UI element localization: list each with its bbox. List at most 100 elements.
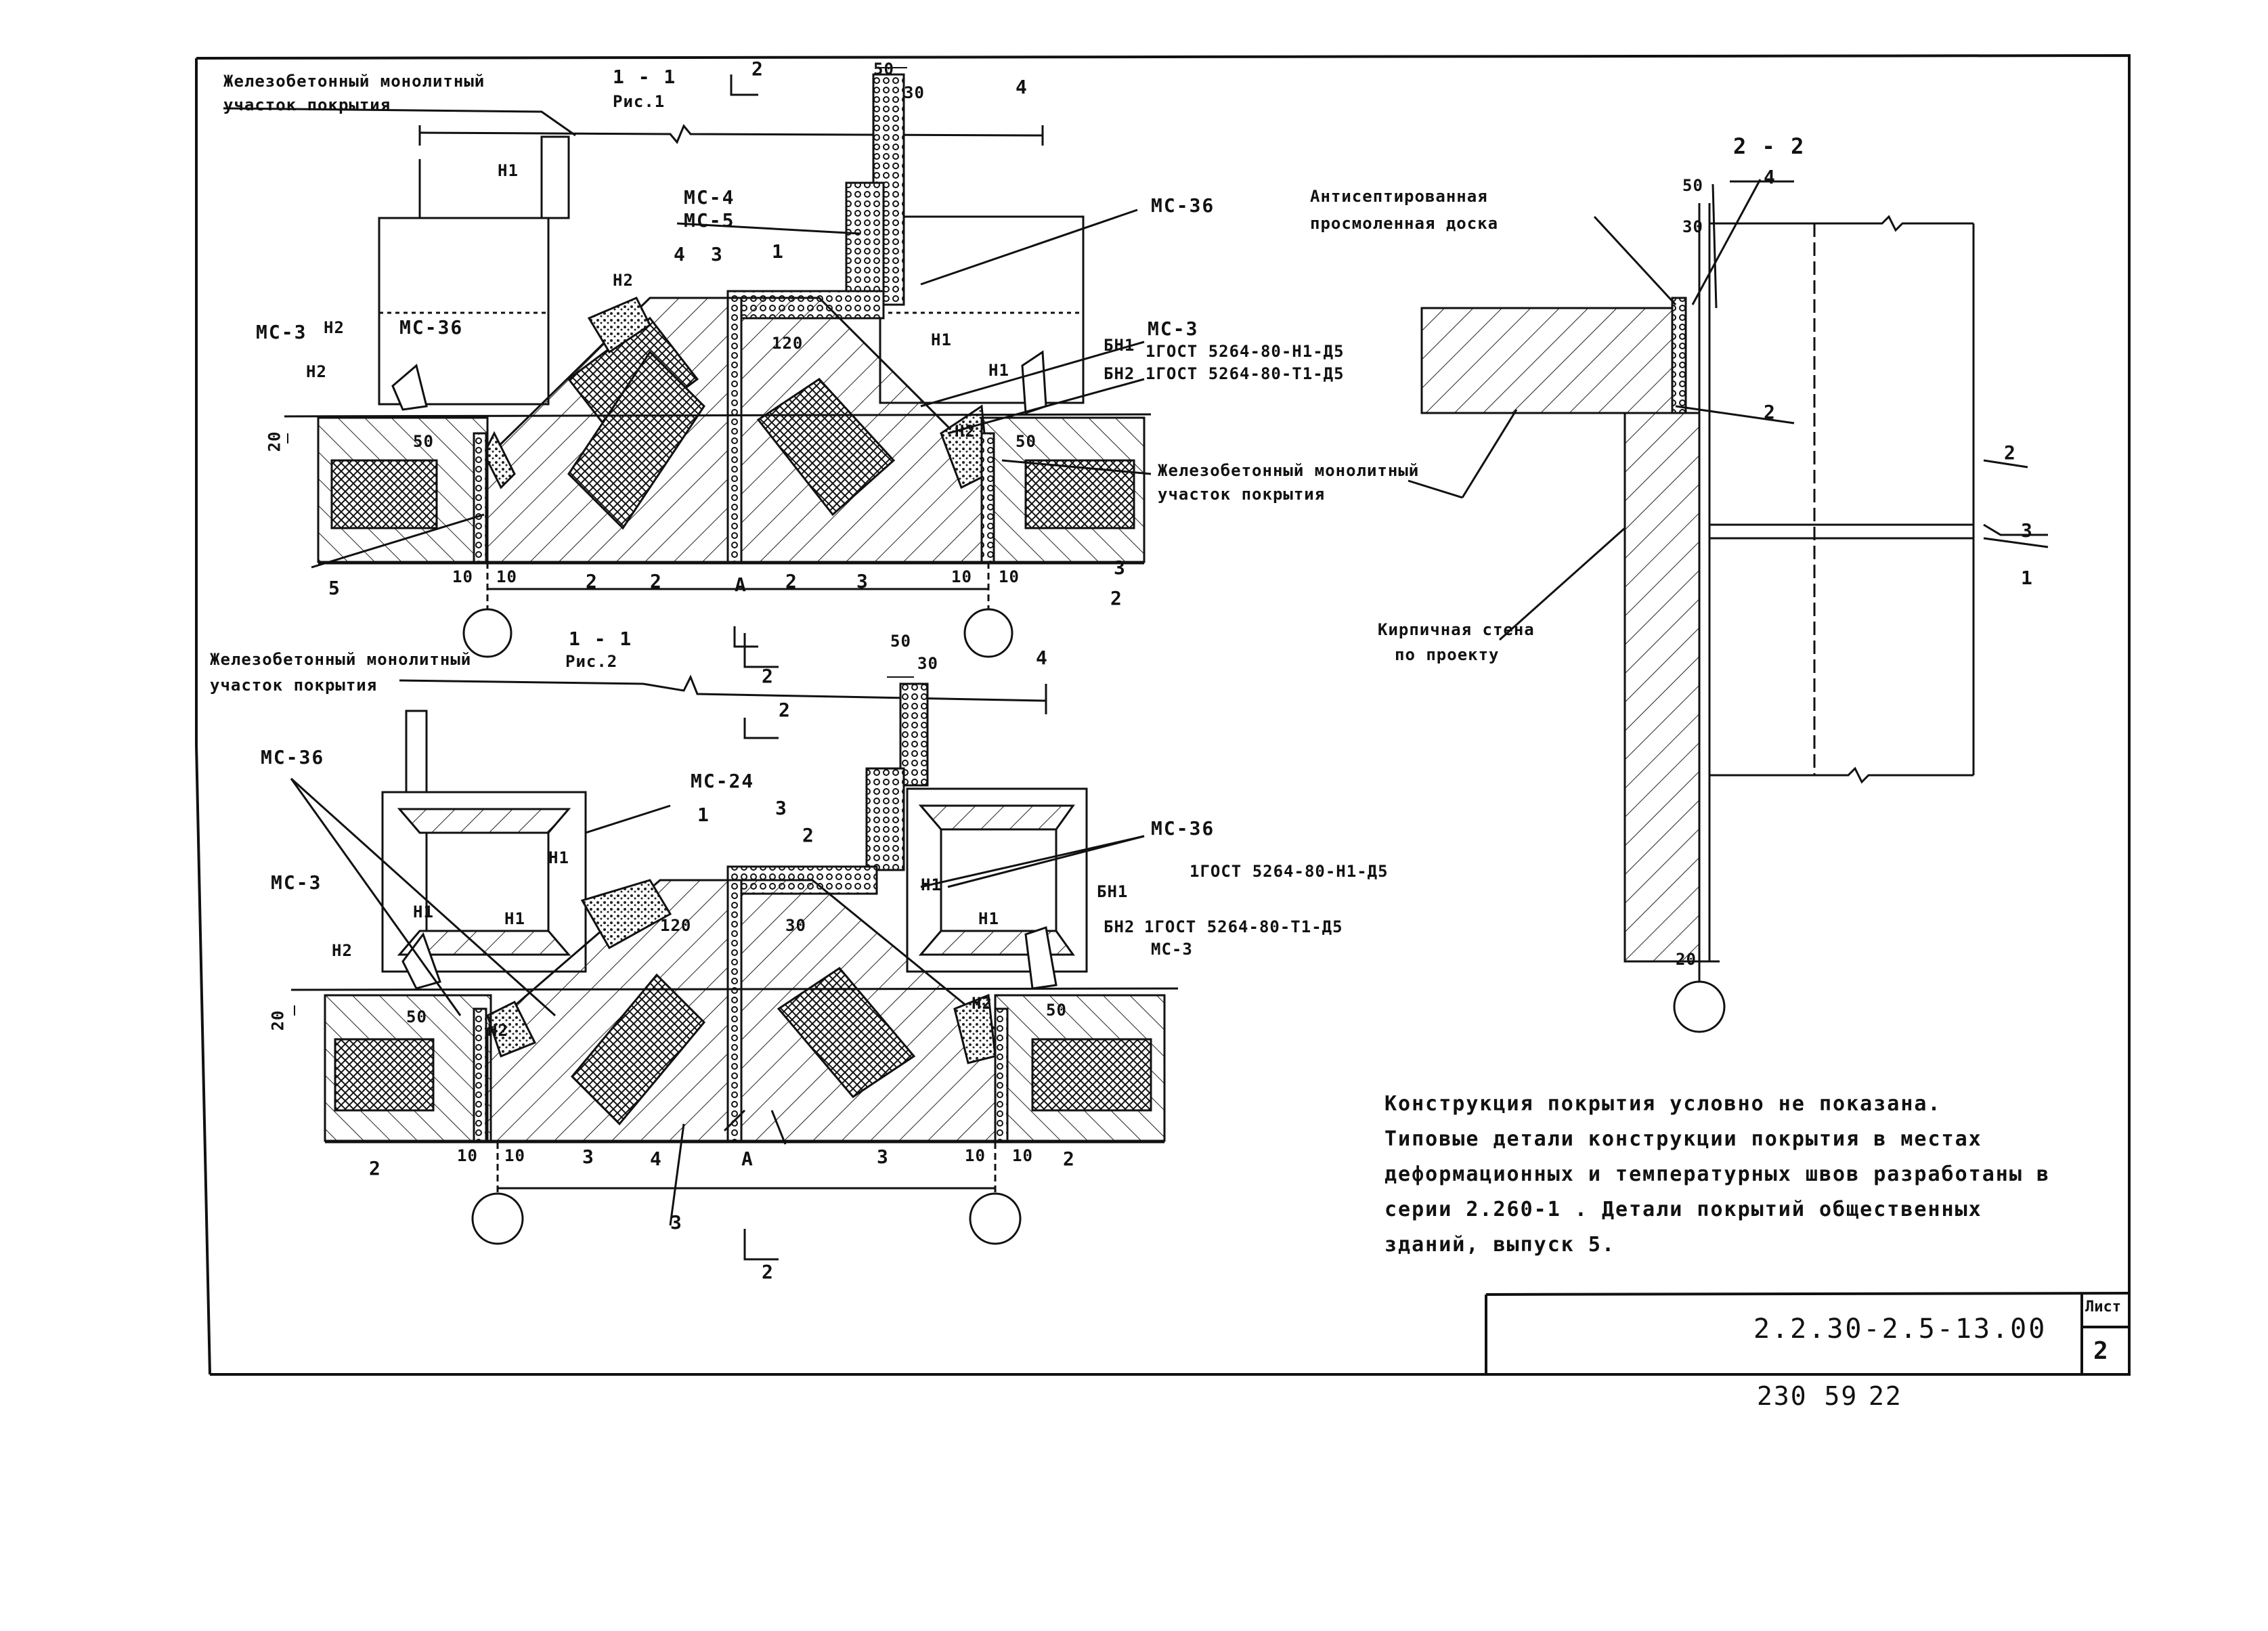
weld-spec-bottom-1: 1ГОСТ 5264-80-Н1-Д5 (1190, 862, 1389, 881)
page-number: 22 (1869, 1381, 1902, 1411)
section-bottom-subtitle: Рис.2 (565, 652, 618, 671)
pos-4-top-b: 4 (674, 243, 686, 265)
mark-n2-bottom-c: Н2 (487, 1021, 508, 1040)
pos-5-top: 5 (328, 577, 341, 599)
weld-spec-top-2: 1ГОСТ 5264-80-Т1-Д5 (1146, 364, 1345, 383)
pos-2-22-a: 2 (1764, 401, 1776, 423)
dim-50-22: 50 (1682, 176, 1703, 195)
section-bottom-drawing (290, 633, 1179, 1261)
section-top-drawing (223, 73, 1152, 658)
mark-bn2-top: БН2 (1104, 364, 1135, 383)
mark-n1-bottom-d: Н1 (921, 875, 942, 894)
section-bottom-cut-mark-bot: 2 (762, 1261, 775, 1283)
mark-n2-bottom-a: Н2 (332, 941, 353, 960)
sheet-label: Лист (2085, 1299, 2121, 1315)
pos-3-bottom-a: 3 (775, 797, 788, 819)
mark-mc5-top: МС-5 (684, 209, 735, 232)
drawing-code: 2.2.30-2.5-13.00 (1753, 1313, 2047, 1345)
mark-mc36-top-right: МС-36 (1151, 194, 1215, 217)
dim-10-top-d: 10 (999, 567, 1020, 586)
pos-1-bottom: 1 (697, 804, 710, 826)
mark-mc3-top-left: МС-3 (256, 321, 307, 343)
mark-n1-top-a: Н1 (498, 161, 519, 180)
dim-50-bottom-c: 50 (1046, 1001, 1067, 1020)
mark-mc4-top: МС-4 (684, 186, 735, 209)
leader-label-top-right-1: Железобетонный монолитный (1158, 461, 1420, 480)
mark-mc3-bottom-right: МС-3 (1151, 940, 1193, 959)
pos-1-22: 1 (2021, 567, 2034, 589)
weld-spec-bottom-2: 1ГОСТ 5264-80-Т1-Д5 (1144, 917, 1343, 936)
weld-spec-top-1: 1ГОСТ 5264-80-Н1-Д5 (1146, 342, 1345, 361)
pos-2-bottom-a: 2 (802, 824, 815, 846)
dim-10-bottom-d: 10 (1012, 1146, 1033, 1165)
note-line: Конструкция покрытия условно не показана… (1384, 1092, 1942, 1116)
mark-n2-top-c: Н2 (613, 271, 634, 290)
dimension-ticks (287, 67, 914, 1016)
dim-50-top-a: 50 (873, 60, 894, 79)
section-bottom-title: 1 - 1 (569, 628, 633, 650)
note-line: Типовые детали конструкции покрытия в ме… (1384, 1127, 1982, 1151)
mark-n2-top-a: Н2 (306, 362, 327, 381)
dim-120-top: 120 (772, 334, 804, 353)
mark-bn1-bottom: БН1 (1097, 882, 1129, 901)
label-wall-2: по проекту (1395, 645, 1500, 664)
dim-10-top-b: 10 (496, 567, 517, 586)
archive-number: 230 59 (1757, 1381, 1858, 1411)
mark-n1-top-b: Н1 (931, 330, 952, 349)
pos-3-top-b: 3 (856, 570, 869, 592)
pos-3-bottom-b: 3 (582, 1146, 595, 1168)
dim-10-top-c: 10 (951, 567, 972, 586)
dim-50-bottom-b: 50 (406, 1007, 427, 1026)
section-top-cut-mark: 2 (751, 58, 764, 80)
section-bottom-cut-mark-mid: 2 (779, 699, 791, 721)
sheet-frame (195, 53, 2131, 1376)
pos-2-top-c: 2 (785, 570, 798, 592)
dim-30-22: 30 (1682, 217, 1703, 236)
dim-120-bottom: 120 (660, 916, 692, 935)
pos-4-top: 4 (1016, 76, 1028, 98)
mark-bn2-bottom: БН2 (1104, 917, 1135, 936)
pos-2-bottom-c: 2 (1063, 1148, 1076, 1170)
mark-mc24-bottom: МС-24 (691, 770, 755, 792)
pos-2-top-b: 2 (650, 570, 663, 592)
mark-n1-bottom-b: Н1 (413, 903, 434, 921)
pos-3-bottom-d: 3 (670, 1211, 683, 1234)
leader-label-top-left-2: участок покрытия (223, 95, 391, 114)
mark-n1-bottom-a: Н1 (548, 848, 569, 867)
mark-mc36-bottom-left: МС-36 (261, 746, 325, 768)
section-22-title: 2 - 2 (1733, 133, 1806, 159)
axis-a-top: А (735, 573, 747, 596)
mark-n1-top-c: Н1 (988, 361, 1009, 380)
mark-n2-top-d: Н2 (955, 422, 976, 441)
dim-10-bottom-a: 10 (457, 1146, 478, 1165)
pos-3-22: 3 (2021, 519, 2034, 542)
mark-bn1-top: БН1 (1104, 336, 1135, 355)
pos-2-top-d: 2 (1110, 587, 1123, 609)
dim-10-bottom-b: 10 (504, 1146, 525, 1165)
section-bottom-cut-mark-top: 2 (762, 665, 775, 687)
mark-mc3-bottom-left: МС-3 (271, 871, 322, 894)
dim-20-bottom: 20 (268, 1009, 288, 1031)
mark-n2-bottom-b: Н2 (972, 994, 993, 1013)
leader-label-top-right-2: участок покрытия (1158, 485, 1326, 504)
dim-10-top-a: 10 (452, 567, 473, 586)
section-top-subtitle: Рис.1 (613, 92, 666, 111)
section-22-drawing (1408, 179, 2049, 1033)
pos-2-22-b: 2 (2004, 441, 2017, 464)
mark-n2-top-b: Н2 (324, 318, 345, 337)
label-wall-1: Кирпичная стена (1378, 620, 1535, 639)
dim-20-top: 20 (265, 431, 284, 452)
title-block (1485, 1292, 2130, 1374)
mark-mc36-top-left: МС-36 (399, 316, 464, 339)
dim-30-bottom-a: 30 (917, 654, 938, 673)
leader-label-top-left-1: Железобетонный монолитный (223, 72, 485, 91)
mark-n1-bottom-e: Н1 (978, 909, 999, 928)
dim-50-top-b: 50 (413, 432, 434, 451)
pos-2-bottom-b: 2 (369, 1157, 382, 1179)
pos-2-top-a: 2 (586, 570, 598, 592)
mark-mc3-top-right: МС-3 (1148, 318, 1199, 340)
label-board-1: Антисептированная (1310, 187, 1488, 206)
axis-a-bottom: А (741, 1148, 754, 1170)
pos-3-top: 3 (711, 243, 724, 265)
